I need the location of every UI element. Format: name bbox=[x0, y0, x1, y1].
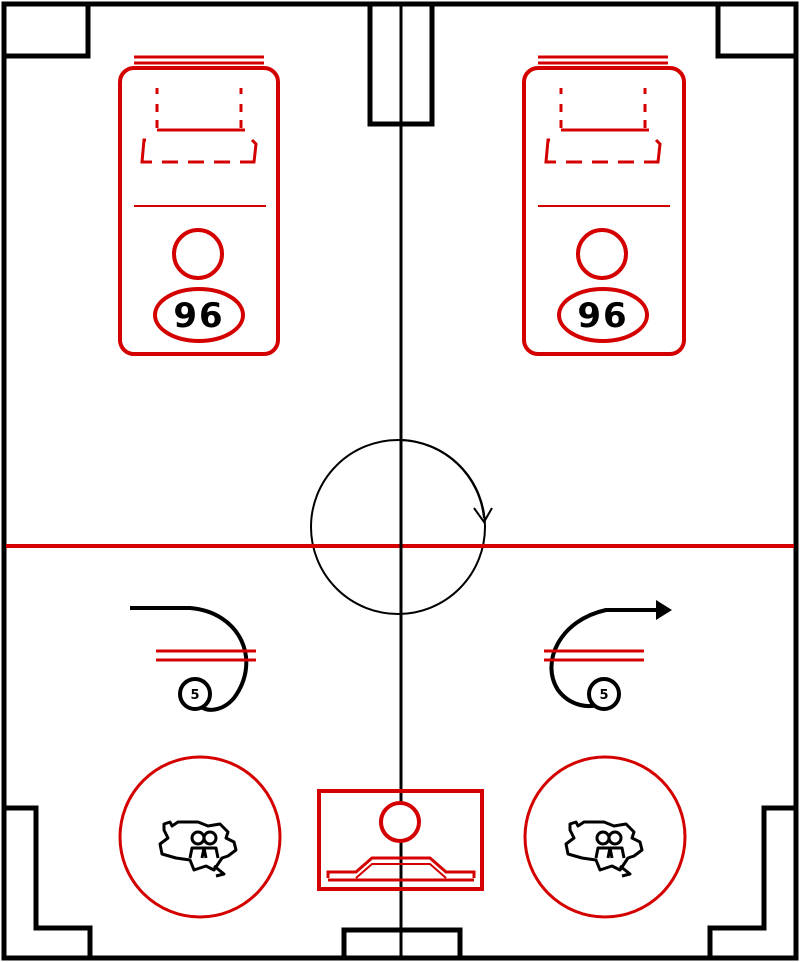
goal-box-frame bbox=[317, 789, 484, 891]
badge-right bbox=[523, 755, 687, 919]
badge-circle bbox=[523, 755, 687, 919]
curl-arrow-left bbox=[130, 606, 249, 712]
goal-box bbox=[317, 789, 484, 891]
token-circle bbox=[178, 677, 212, 711]
goal-step-outer bbox=[326, 856, 476, 878]
corner-notch-bottom-left bbox=[4, 805, 93, 958]
goal-circle bbox=[379, 801, 421, 843]
player-number: 96 bbox=[577, 296, 628, 336]
people-map-icon bbox=[564, 820, 644, 878]
token-number: 5 bbox=[190, 688, 199, 703]
player-number: 96 bbox=[173, 296, 224, 336]
token-group-right: 5 bbox=[544, 600, 672, 711]
arrowhead-right bbox=[656, 600, 672, 620]
rotation-arrow-icon bbox=[402, 439, 485, 519]
number-oval bbox=[557, 287, 649, 343]
panel-seat-dashes bbox=[140, 88, 258, 164]
panel-seat-dashes bbox=[544, 88, 662, 164]
token-circle bbox=[587, 677, 621, 711]
player-panel-left: 96 bbox=[118, 55, 280, 356]
rotation-arrowhead bbox=[473, 507, 493, 524]
number-oval bbox=[153, 287, 245, 343]
token-number: 5 bbox=[599, 688, 608, 703]
token-group-left: 5 bbox=[130, 606, 256, 712]
player-panel-right: 96 bbox=[522, 55, 686, 356]
badge-circle bbox=[118, 755, 282, 919]
panel-frame bbox=[118, 66, 280, 356]
panel-circle-marker bbox=[576, 228, 628, 280]
panel-circle-marker bbox=[172, 228, 224, 280]
panel-frame bbox=[522, 66, 686, 356]
goal-step-inner bbox=[355, 863, 447, 879]
corner-notch-top-left bbox=[4, 4, 91, 59]
people-map-icon bbox=[158, 820, 238, 878]
badge-left bbox=[118, 755, 282, 919]
center-circle bbox=[310, 439, 486, 615]
curl-arrow-right bbox=[549, 608, 658, 708]
corner-notch-bottom-right bbox=[707, 805, 796, 958]
corner-notch-top-right bbox=[715, 4, 796, 59]
